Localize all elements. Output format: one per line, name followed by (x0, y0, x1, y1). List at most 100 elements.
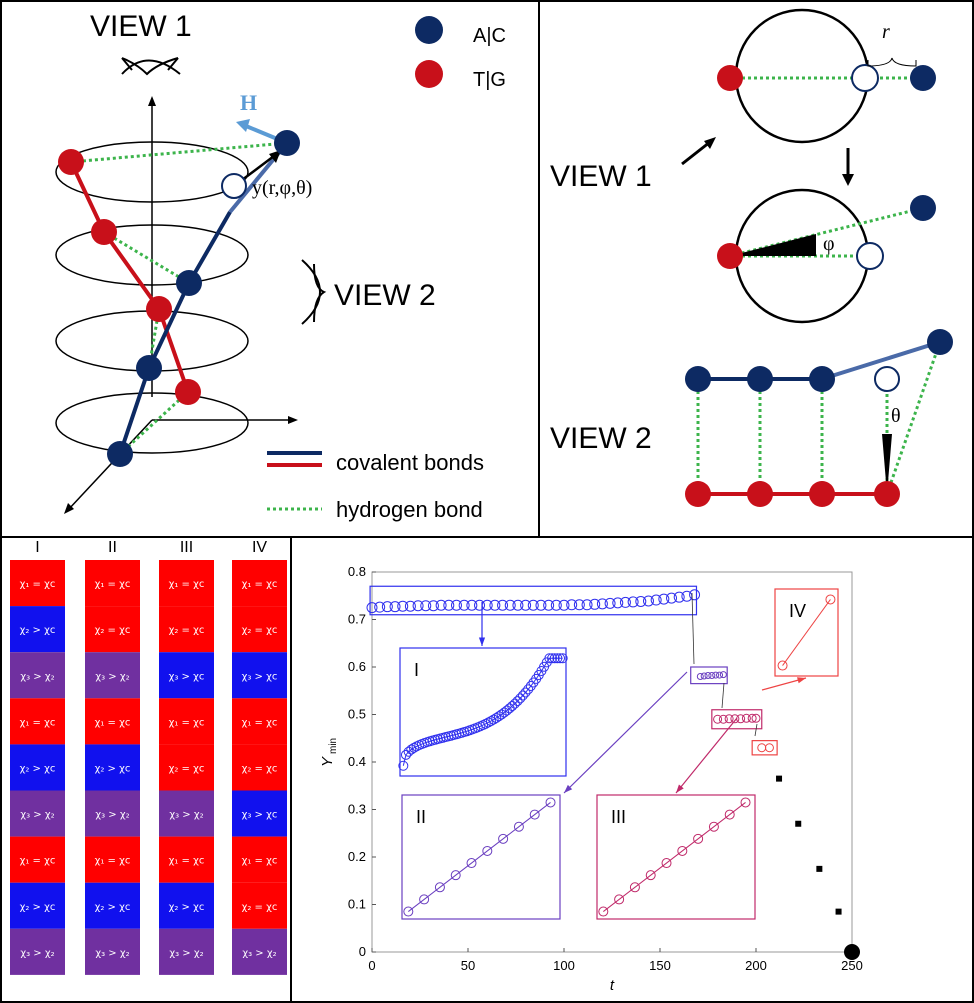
grid-cell-label: χ₃ > χ₂ (169, 810, 203, 821)
data-point (397, 600, 409, 612)
inset-1-point (552, 653, 563, 664)
data-point (724, 714, 734, 724)
helix-node-red (91, 219, 117, 245)
data-point (708, 672, 716, 680)
eye-icon (121, 57, 181, 76)
highlight-box (369, 585, 698, 616)
view2-node-open (874, 366, 900, 392)
inset-3-link-arrow-icon (676, 784, 684, 793)
data-point (696, 673, 704, 680)
highlight-box (751, 740, 778, 756)
grid-cell (232, 744, 287, 791)
inset-1-point (544, 653, 555, 664)
data-point (381, 601, 393, 613)
group-connector (721, 682, 725, 709)
data-point (435, 599, 447, 611)
y-tick-label: 0.5 (348, 707, 366, 722)
data-point (596, 598, 608, 610)
view2-node-red (809, 481, 835, 507)
grid-cell (159, 606, 214, 653)
position-vector (241, 155, 275, 181)
grid-cell-label: χ₂ > χc (20, 625, 56, 636)
grid-cell (159, 698, 214, 745)
inset-1-point (557, 653, 568, 664)
helix-node-blue (136, 355, 162, 381)
inset-3-point (629, 882, 640, 893)
data-point (718, 714, 728, 724)
group-connector (754, 723, 758, 737)
data-point (776, 775, 783, 782)
views-panel: r φ θ VI (538, 0, 974, 538)
grid-cell (232, 606, 287, 653)
grid-cell (232, 698, 287, 745)
r-label: r (882, 21, 890, 43)
grid-cell (10, 698, 65, 745)
inset-2-link-arrow-icon (564, 784, 573, 793)
inset-1-point (406, 744, 417, 755)
grid-cell-label: χ₁ = χc (242, 579, 278, 590)
grid-cell (232, 836, 287, 883)
grid-cell (85, 928, 140, 975)
view1b-node-open (856, 242, 884, 270)
inset-1-point (520, 687, 531, 698)
view2-top-bond (821, 340, 941, 381)
grid-cell-label: χ₁ = χc (20, 579, 56, 590)
grid-cell-label: χ₂ > χc (169, 902, 205, 913)
data-point (816, 865, 823, 872)
inset-2-point (529, 809, 540, 820)
data-point (604, 597, 616, 609)
view1b-node-blue (910, 195, 936, 221)
data-point (704, 672, 712, 680)
data-point (795, 820, 802, 827)
inset-1-point (555, 653, 566, 664)
x-tick-label: 100 (553, 958, 575, 973)
data-point (512, 599, 524, 611)
grid-cell-label: χ₁ = χc (95, 717, 131, 728)
data-point (713, 714, 723, 724)
data-point (764, 743, 774, 753)
grid-cell (159, 836, 214, 883)
grid-cell-label: χ₁ = χc (95, 856, 131, 867)
down-pointer-arrow-icon (842, 174, 854, 186)
grid-cell-label: χ₂ > χc (20, 763, 56, 774)
inset-3-point (661, 858, 672, 869)
grid-cell-label: χ₁ = χc (242, 717, 278, 728)
grid-cell (159, 652, 214, 699)
inset-1-point (517, 690, 528, 701)
grid-cell (159, 928, 214, 975)
grid-cell-label: χ₂ = χc (242, 625, 278, 636)
inset-1-point (549, 653, 560, 664)
grid-cell (10, 744, 65, 791)
inset-1-point (483, 717, 494, 728)
views-view2-label: VIEW 2 (550, 422, 652, 455)
grid-cell-label: χ₁ = χc (169, 579, 205, 590)
inset-3-point (598, 906, 609, 917)
data-point (666, 592, 678, 604)
inset-2-point (434, 882, 445, 893)
inset-1-point (491, 712, 502, 723)
inset-4-label: IV (789, 601, 806, 621)
inset-2-point (419, 894, 430, 905)
helix-node-blue (274, 130, 300, 156)
data-point (673, 591, 685, 603)
grid-cell (85, 744, 140, 791)
data-point (730, 714, 740, 724)
grid-cell (85, 560, 140, 607)
grid-cell (10, 836, 65, 883)
grid-cell (159, 744, 214, 791)
data-point (844, 944, 860, 960)
y-tick-label: 0.8 (348, 564, 366, 579)
grid-column-header: III (180, 539, 193, 556)
grid-cell-label: χ₃ > χ₂ (20, 810, 54, 821)
data-point (642, 595, 654, 607)
grid-cell-label: χ₂ = χc (169, 763, 205, 774)
inset-3-point (708, 821, 719, 832)
position-vector-arrow-icon (269, 150, 281, 163)
grid-cell-label: χ₂ = χc (95, 625, 131, 636)
data-point (712, 671, 720, 679)
view2-node-blue (809, 366, 835, 392)
field-label: H (240, 90, 257, 115)
view2-node-blue (685, 366, 711, 392)
grid-cell-label: χ₃ > χ₂ (20, 671, 54, 682)
